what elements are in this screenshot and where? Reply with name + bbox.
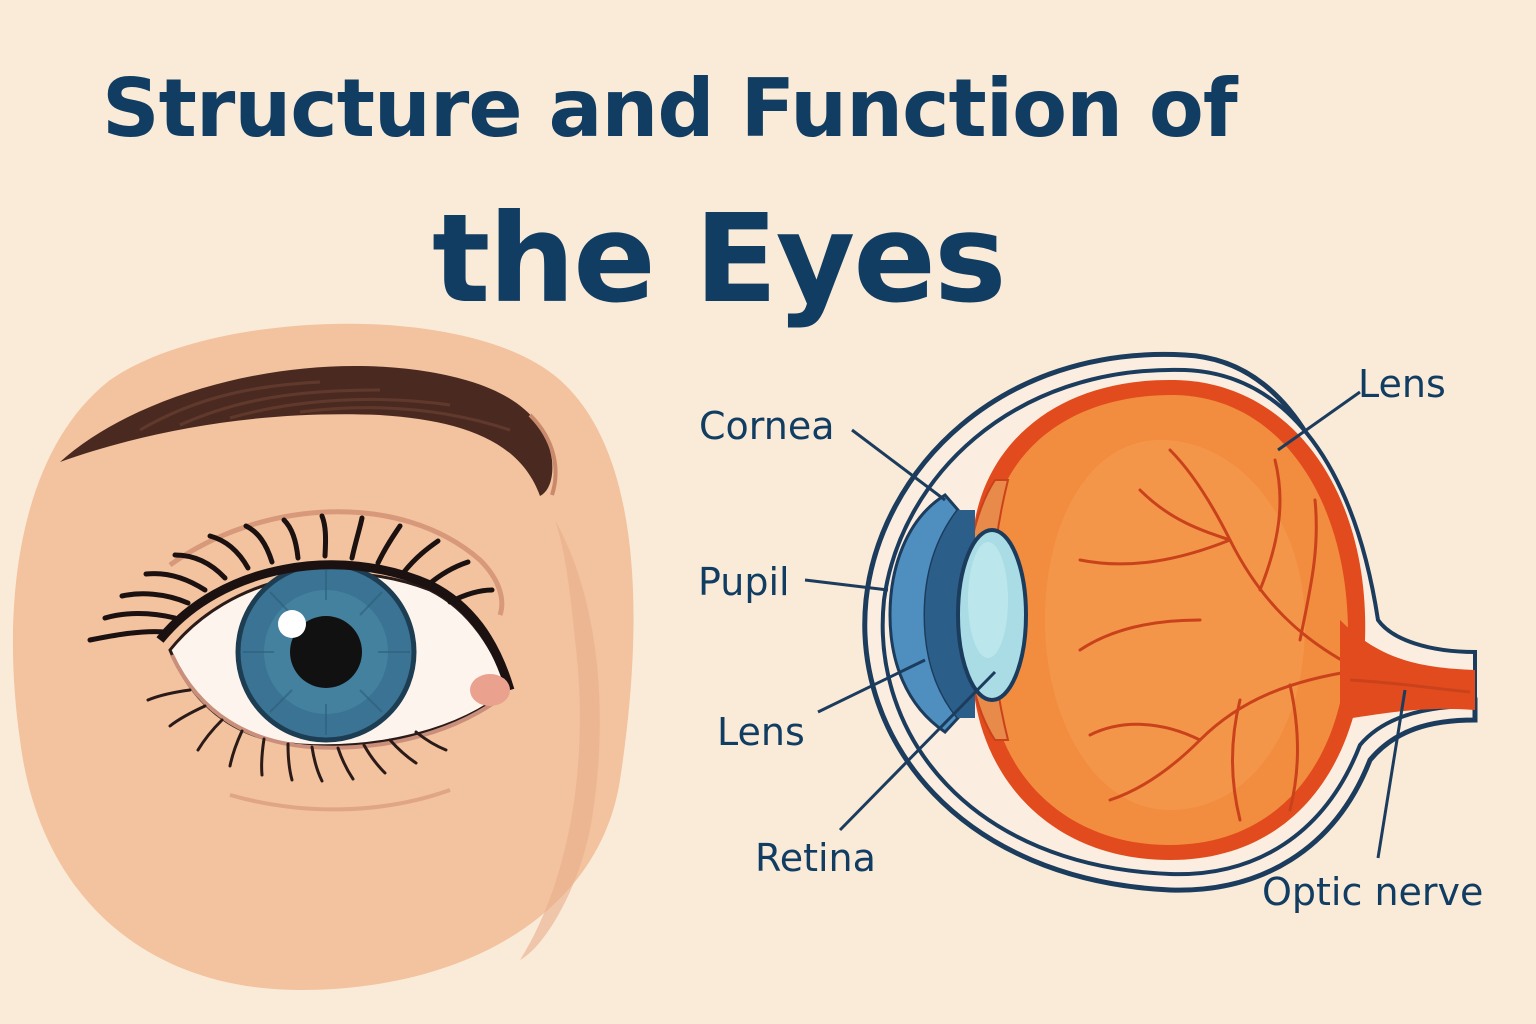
eyelid-crease	[168, 509, 505, 616]
lens-highlight	[968, 542, 1008, 658]
leader-optic-nerve	[1376, 689, 1407, 859]
leader-retina	[838, 670, 997, 832]
label-retina: Retina	[755, 836, 876, 880]
skin-shade	[520, 520, 600, 960]
leader-cornea	[851, 428, 946, 502]
leader-lens-right	[1277, 390, 1361, 452]
under-eye-line	[229, 788, 451, 812]
lower-lid	[170, 654, 508, 750]
label-lens-left: Lens	[717, 710, 805, 754]
label-lens-right: Lens	[1358, 362, 1446, 406]
leader-pupil	[804, 578, 889, 592]
leader-lines	[804, 390, 1407, 859]
upper-lashes	[87, 513, 495, 643]
tear-duct	[470, 674, 510, 706]
label-cornea: Cornea	[699, 404, 835, 448]
upper-lid	[156, 560, 515, 692]
pupil	[290, 616, 362, 688]
retinal-vessels	[1078, 448, 1362, 822]
aqueous-chamber	[925, 510, 975, 718]
eyebrow-strands	[139, 380, 511, 432]
title-line-2: the Eyes	[432, 188, 1007, 330]
leader-lens-left	[817, 658, 926, 714]
eyebrow	[60, 365, 553, 496]
optic-nerve-lines	[1349, 678, 1471, 694]
vitreous-inner	[1045, 440, 1305, 810]
optic-nerve	[1340, 620, 1475, 720]
lower-lashes	[146, 688, 448, 783]
label-pupil: Pupil	[698, 560, 790, 604]
eye-highlight	[278, 610, 306, 638]
brow-crease	[528, 413, 558, 496]
title-line-1: Structure and Function of	[102, 62, 1238, 155]
label-optic-nerve: Optic nerve	[1262, 870, 1484, 914]
